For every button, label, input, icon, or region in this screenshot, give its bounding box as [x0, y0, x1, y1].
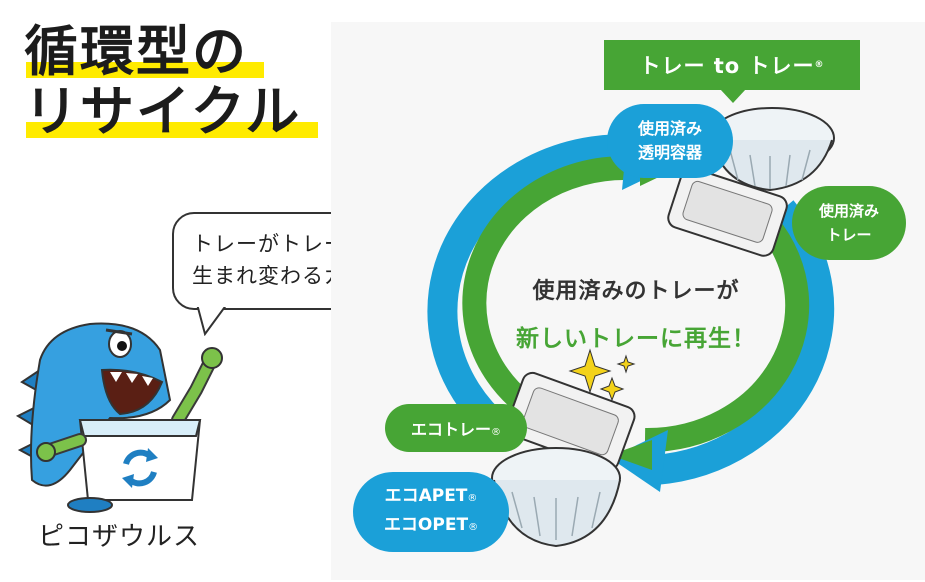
title-text-2: リサイクル [24, 80, 302, 143]
title-text-1: 循環型の [24, 20, 248, 83]
eco-apet-text: エコAPET [384, 486, 468, 506]
center-line-1: 使用済みのトレーが [532, 279, 740, 304]
tray-to-tray-banner: トレー to トレー® [604, 40, 860, 90]
eco-apet-opet-label: エコAPET® エコOPET® [353, 472, 509, 552]
used-tray-line-2: トレー [826, 226, 872, 244]
center-line-2: 新しいトレーに再生！ [516, 326, 756, 352]
used-clear-line-1: 使用済み [637, 119, 702, 138]
cycle-center-text: 使用済みのトレーが 新しいトレーに再生！ [496, 273, 776, 353]
eco-tray-registered-mark: ® [491, 427, 501, 438]
used-clear-line-2: 透明容器 [637, 143, 702, 162]
eco-opet-text: エコOPET [383, 515, 469, 535]
eco-apet-container-icon [491, 447, 621, 548]
sparkle-icon [568, 348, 636, 402]
banner-pointer [720, 89, 746, 103]
used-tray-label: 使用済み トレー [792, 186, 906, 260]
used-clear-container-label: 使用済み 透明容器 [607, 104, 733, 178]
used-tray-icon [667, 167, 788, 257]
eco-tray-label: エコトレー® [385, 404, 527, 452]
eco-apet-registered-mark: ® [467, 493, 478, 504]
banner-registered-mark: ® [814, 60, 825, 70]
eco-tray-icon [505, 371, 636, 471]
title-block: 循環型の リサイクル [24, 22, 318, 143]
eco-opet-registered-mark: ® [468, 522, 479, 533]
title-line-1: 循環型の [24, 22, 301, 82]
mascot-name: ピコザウルス [38, 522, 201, 552]
speech-bubble-tail [195, 304, 229, 336]
eco-tray-text: エコトレー [410, 420, 491, 439]
used-tray-line-1: 使用済み [818, 202, 879, 220]
recycle-icon [120, 448, 160, 488]
picosaurus-mascot [15, 322, 223, 513]
banner-text: トレー to トレー [639, 54, 815, 78]
title-line-2: リサイクル [24, 80, 318, 143]
